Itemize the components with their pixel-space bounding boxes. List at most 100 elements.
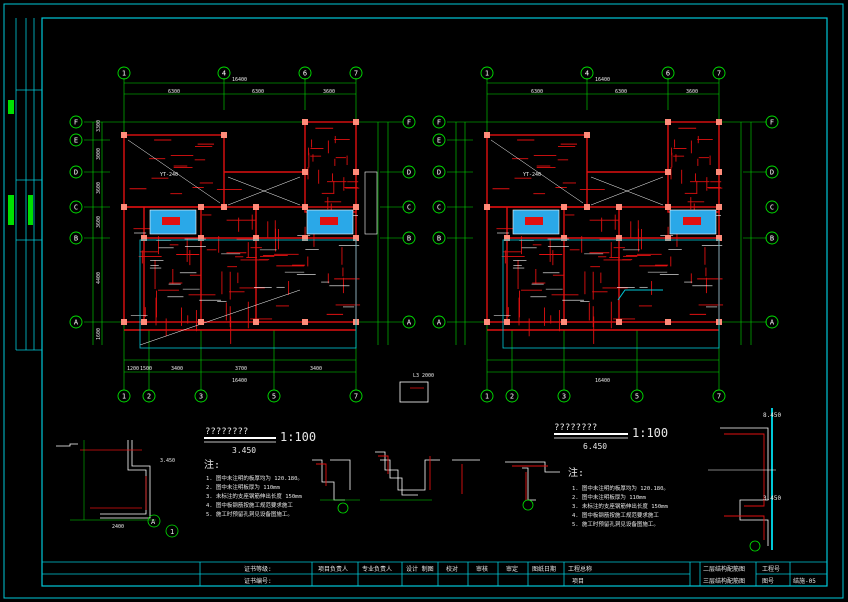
grid-bubble-label: 7 — [717, 70, 721, 78]
grid-bubble-label: A — [74, 319, 79, 327]
grid-bubble — [765, 315, 779, 329]
title-block — [42, 561, 827, 586]
dim-top-overall: 16400 — [595, 77, 610, 83]
grid-bubble-label: D — [407, 169, 411, 177]
grid-bubble — [194, 389, 208, 403]
grid-bubble — [630, 389, 644, 403]
grid-bubble-label: B — [437, 235, 441, 243]
grid-bubble-label: C — [770, 204, 774, 212]
drawing-no-label: 图号 — [762, 578, 774, 585]
grid-bubble-label: B — [407, 235, 411, 243]
grid-bubble — [117, 66, 131, 80]
grid-bubble-label: 1 — [122, 70, 126, 78]
dim-bot-3: 3400 — [171, 366, 183, 372]
notes-title-right: 注: — [568, 466, 584, 479]
detail-marker-A — [147, 514, 161, 528]
inner-frame — [41, 17, 828, 587]
grid-bubble — [69, 315, 83, 329]
detail-right — [505, 461, 560, 501]
drawing-names: 二层结构配筋图 三层结构配筋图 — [703, 565, 745, 585]
grid-bubble-label: F — [407, 119, 411, 127]
svg-text:3. 未标注的支座钢筋伸出长度 150mm: 3. 未标注的支座钢筋伸出长度 150mm — [206, 492, 302, 500]
dim-bot-overall: 16400 — [595, 378, 610, 384]
svg-text:4. 图中板钢筋按施工规范要求施工: 4. 图中板钢筋按施工规范要求施工 — [206, 501, 293, 509]
grid-bubble-label: A — [437, 319, 442, 327]
detail-label-small: L3 2000 — [413, 373, 434, 379]
dim-top-overall: 16400 — [232, 77, 247, 83]
grid-bubble-label: C — [407, 204, 411, 212]
svg-text:设计 制图: 设计 制图 — [406, 565, 434, 573]
detail-dim-left: 2400 — [112, 524, 124, 530]
dim-left-1: 3300 — [96, 120, 102, 132]
grid-bubble-label: 7 — [717, 393, 721, 401]
hatched-slab — [306, 209, 354, 235]
detail-level: 3.450 — [160, 458, 175, 464]
grid-bubble — [349, 66, 363, 80]
svg-text:2. 图中未注明板厚为 110mm: 2. 图中未注明板厚为 110mm — [206, 483, 280, 491]
grid-bubble-label: 5 — [635, 393, 639, 401]
svg-text:图纸日期: 图纸日期 — [532, 565, 556, 573]
dim-top-3: 3600 — [686, 89, 698, 95]
svg-text:项目: 项目 — [572, 578, 584, 585]
level-right: 6.450 — [583, 442, 607, 451]
svg-text:三层结构配筋图: 三层结构配筋图 — [703, 577, 745, 585]
svg-text:项目负责人: 项目负责人 — [318, 565, 348, 573]
detail-marker-text-1: 1 — [170, 528, 174, 536]
grid-bubble — [217, 66, 231, 80]
floor-plan-right: 6300 6300 3600 16400 16400 YT-240 — [447, 77, 767, 390]
grid-bubble — [298, 66, 312, 80]
grid-bubble — [402, 200, 416, 214]
grid-bubble-label: 1 — [485, 393, 489, 401]
detail-middle — [312, 381, 480, 501]
dim-bot-2: 1500 — [140, 366, 152, 372]
section-level-bottom: 3.450 — [763, 495, 781, 502]
grid-bubble — [765, 165, 779, 179]
svg-text:证书等级:: 证书等级: — [244, 565, 272, 573]
grid-bubble — [765, 200, 779, 214]
grid-bubble — [480, 66, 494, 80]
grid-bubble — [480, 389, 494, 403]
grid-bubble-label: 1 — [485, 70, 489, 78]
grid-bubble — [557, 389, 571, 403]
grid-bubble-label: D — [437, 169, 441, 177]
room-label-left: YT-240 — [160, 172, 178, 178]
svg-text:2. 图中未注明板厚为 110mm: 2. 图中未注明板厚为 110mm — [572, 493, 646, 501]
dim-bot-5: 3400 — [310, 366, 322, 372]
svg-text:证书编号:: 证书编号: — [244, 577, 272, 585]
grid-bubble — [432, 115, 446, 129]
grid-bubble — [402, 315, 416, 329]
project-no-label: 工程号 — [762, 565, 780, 573]
grid-bubble-label: C — [437, 204, 441, 212]
grid-bubble-label: B — [770, 235, 774, 243]
detail-left — [56, 440, 156, 521]
grid-bubble-label: 3 — [199, 393, 203, 401]
detail-marker-text-A: A — [151, 518, 156, 526]
drawing-no: 结施-05 — [793, 577, 816, 585]
binding-strip — [15, 18, 42, 351]
floor-plan-left: 6300 6300 3600 16400 1200 1500 3400 3700… — [84, 77, 404, 390]
plan-title-right: ???????? — [554, 423, 597, 433]
binding-strip-marks — [8, 100, 33, 225]
grid-bubble — [661, 66, 675, 80]
grid-bubble-label: 1 — [122, 393, 126, 401]
grid-bubble-label: D — [74, 169, 78, 177]
svg-text:审定: 审定 — [506, 565, 518, 573]
grid-bubble-label: F — [437, 119, 441, 127]
hatched-slab — [149, 209, 197, 235]
grid-bubble-label: D — [770, 169, 774, 177]
svg-text:5. 施工时预留孔洞见设备图施工。: 5. 施工时预留孔洞见设备图施工。 — [206, 510, 293, 518]
grid-bubble-label: E — [437, 137, 441, 145]
dim-top-2: 6300 — [252, 89, 264, 95]
dim-left-4: 3600 — [96, 216, 102, 228]
grid-bubble-label: 2 — [510, 393, 514, 401]
grid-bubble — [69, 133, 83, 147]
dim-bot-4: 3700 — [235, 366, 247, 372]
grid-bubble — [117, 389, 131, 403]
detail-marker-1 — [165, 524, 179, 538]
dim-left-3: 3600 — [96, 182, 102, 194]
grid-bubble — [349, 389, 363, 403]
grid-bubble — [69, 200, 83, 214]
dim-top-1: 6300 — [168, 89, 180, 95]
grid-bubble-label: 4 — [222, 70, 226, 78]
